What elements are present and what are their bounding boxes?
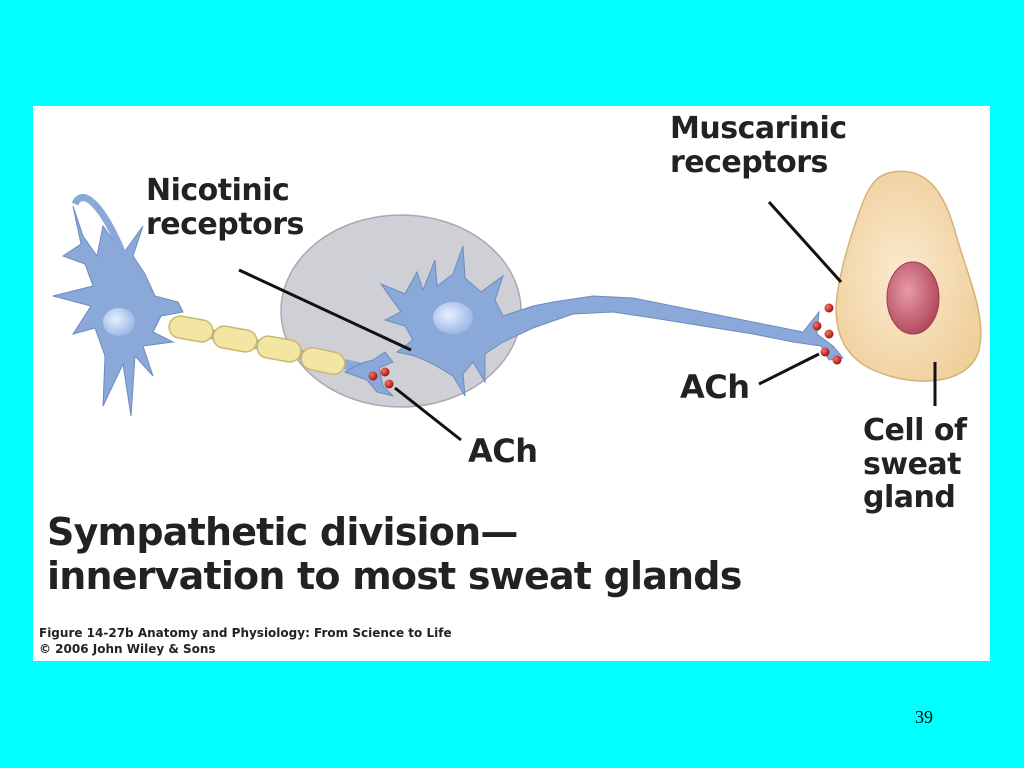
ach-vesicle bbox=[368, 371, 378, 381]
cell-line-2: sweat bbox=[863, 446, 962, 482]
ach-vesicle bbox=[384, 379, 394, 389]
title-line-1: Sympathetic division— bbox=[47, 510, 518, 554]
leader-ach-right bbox=[758, 352, 820, 386]
cell-line-3: gland bbox=[863, 480, 956, 516]
credit-line-1: Figure 14-27b Anatomy and Physiology: Fr… bbox=[39, 626, 452, 640]
leader-muscarinic bbox=[767, 200, 843, 284]
leader-ach-left bbox=[394, 386, 462, 442]
ach-vesicles-gland bbox=[812, 303, 842, 365]
ach-vesicle bbox=[824, 303, 834, 313]
postganglionic-neuron bbox=[379, 245, 844, 397]
ach-vesicle bbox=[380, 367, 390, 377]
sweat-gland-nucleus bbox=[886, 261, 940, 335]
muscarinic-line-2: receptors bbox=[670, 144, 828, 180]
nicotinic-receptors-label: Nicotinic receptors bbox=[146, 174, 304, 241]
preganglionic-nucleus bbox=[103, 308, 135, 336]
figure-panel: Nicotinic receptors Muscarinic receptors… bbox=[33, 106, 990, 661]
ach-vesicle bbox=[812, 321, 822, 331]
ach-vesicle bbox=[820, 347, 830, 357]
nicotinic-line-2: receptors bbox=[146, 206, 304, 242]
ach-vesicle bbox=[824, 329, 834, 339]
leader-lines bbox=[238, 200, 937, 442]
figure-title: Sympathetic division— innervation to mos… bbox=[47, 510, 742, 598]
neuron-diagram bbox=[52, 170, 982, 442]
page-number: 39 bbox=[915, 707, 933, 727]
sweat-gland-cell-label: Cell of sweat gland bbox=[863, 414, 967, 515]
title-line-2: innervation to most sweat glands bbox=[47, 554, 742, 599]
myelin-sheath bbox=[168, 315, 346, 376]
ach-label-right: ACh bbox=[680, 368, 750, 406]
muscarinic-receptors-label: Muscarinic receptors bbox=[670, 112, 847, 179]
muscarinic-line-1: Muscarinic bbox=[670, 111, 847, 146]
nicotinic-line-1: Nicotinic bbox=[146, 173, 290, 208]
leader-nicotinic bbox=[238, 268, 412, 352]
postganglionic-nucleus bbox=[433, 302, 473, 334]
credit-line-2: © 2006 John Wiley & Sons bbox=[39, 641, 216, 656]
cell-line-1: Cell of bbox=[863, 413, 967, 448]
figure-credit: Figure 14-27b Anatomy and Physiology: Fr… bbox=[39, 626, 452, 657]
ach-vesicle bbox=[832, 355, 842, 365]
ach-label-left: ACh bbox=[468, 432, 538, 470]
ach-vesicles-ganglion bbox=[368, 367, 394, 389]
